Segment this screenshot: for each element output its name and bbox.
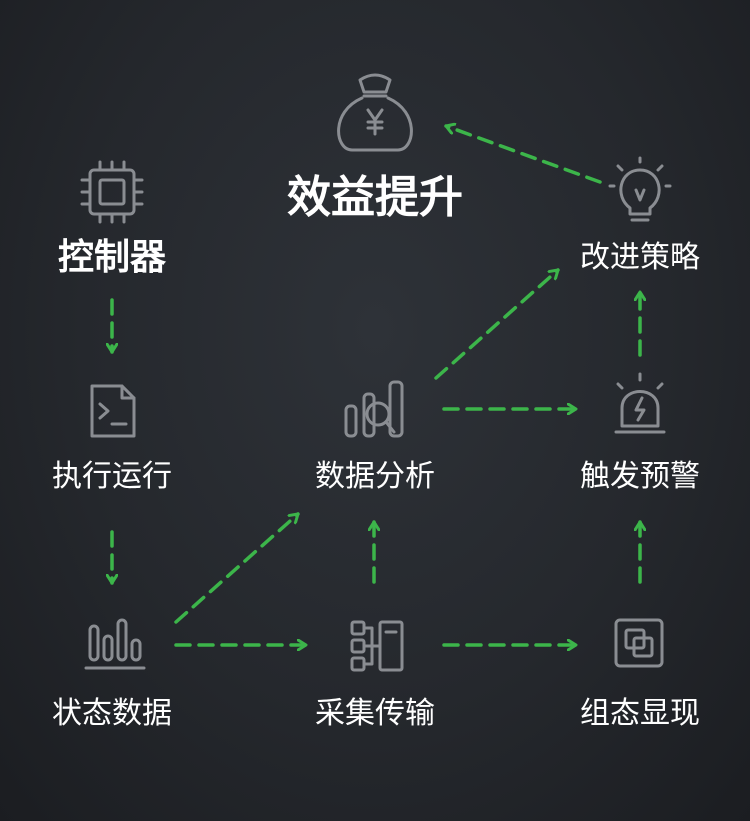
node-analysis-label: 数据分析 xyxy=(315,459,435,494)
node-display-label: 组态显现 xyxy=(580,696,700,731)
arrow-status-to-analysis xyxy=(174,512,300,624)
node-controller-label: 控制器 xyxy=(57,237,167,278)
network-icon xyxy=(350,620,404,672)
alarm-light-icon xyxy=(614,372,666,434)
arrow-strategy-to-benefit xyxy=(444,126,602,184)
lightbulb-icon xyxy=(608,156,672,222)
arrow-analysis-to-strategy xyxy=(434,268,560,380)
analysis-chart-icon xyxy=(344,380,404,438)
node-collect-label: 采集传输 xyxy=(315,696,435,731)
money-bag-icon xyxy=(337,73,413,152)
bar-chart-icon xyxy=(84,618,146,670)
chip-icon xyxy=(80,160,144,224)
node-strategy-label: 改进策略 xyxy=(580,240,700,275)
layers-icon xyxy=(614,618,664,668)
node-benefit-label: 效益提升 xyxy=(287,172,463,223)
terminal-file-icon xyxy=(90,384,136,438)
node-status-label: 状态数据 xyxy=(52,696,172,731)
node-alert-label: 触发预警 xyxy=(580,459,700,494)
node-execute-label: 执行运行 xyxy=(52,459,172,494)
